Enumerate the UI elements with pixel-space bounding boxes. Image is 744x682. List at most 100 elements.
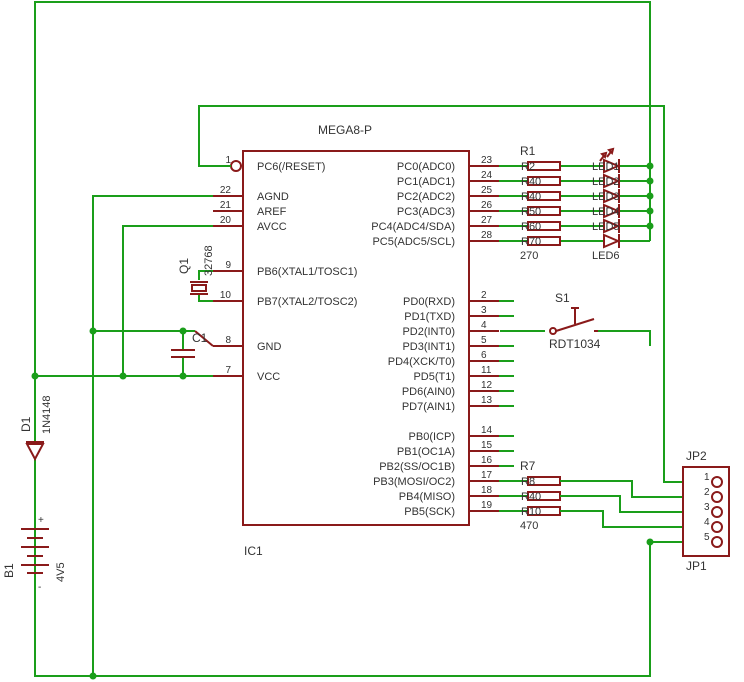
resistor-body (527, 236, 561, 246)
q1-crystal[interactable]: Q1 32768 (177, 245, 215, 295)
b1-battery[interactable]: + - B1 4V5 (2, 515, 67, 593)
pin-number: 11 (481, 365, 492, 376)
pin-label: PB1(OC1A) (397, 446, 455, 458)
wire-outer-frame (34, 1, 651, 677)
led[interactable]: LED2 (592, 173, 621, 189)
r6-value: 270 (520, 250, 538, 262)
pin-label: PD7(AIN1) (402, 401, 455, 413)
resistor-body (527, 161, 561, 171)
junction (89, 327, 97, 335)
resistor-body (527, 221, 561, 231)
ic1[interactable]: 1PC6(/RESET)22AGND21AREF20AVCC9PB6(XTAL1… (213, 123, 499, 558)
jp-pin[interactable]: 5 (704, 532, 723, 548)
jp-pin[interactable]: 4 (704, 517, 723, 533)
pin-label: GND (257, 341, 282, 353)
resistor-label: R40 (521, 491, 541, 503)
pin-label: PB4(MISO) (399, 491, 455, 503)
pin-number: 21 (220, 200, 232, 211)
junction (179, 372, 187, 380)
ic1-body (242, 150, 470, 526)
pin-number: 26 (481, 200, 493, 211)
resistor-label: R60 (521, 221, 541, 233)
pin-number: 12 (481, 380, 493, 391)
led[interactable]: LED4 (592, 203, 621, 219)
s1-switch[interactable]: S1 RDT1034 (549, 291, 601, 351)
led[interactable]: LED1 (592, 158, 621, 174)
d1-triangle (25, 443, 45, 462)
jp-pin[interactable]: 2 (704, 487, 723, 503)
pin-number: 22 (220, 185, 232, 196)
pin-number: 9 (225, 260, 231, 271)
led-triangle (603, 233, 621, 249)
pin-number: 24 (481, 170, 493, 181)
c1-capacitor[interactable]: C1 (171, 330, 214, 358)
s1-name: S1 (555, 291, 570, 305)
resistor-label: R40 (521, 176, 541, 188)
pin-label: AGND (257, 191, 289, 203)
jp-pin-number: 4 (704, 517, 710, 528)
r9-value: 470 (520, 520, 538, 532)
pin-label: PB3(MOSI/OC2) (373, 476, 455, 488)
led[interactable]: LED5 (592, 218, 621, 234)
pin-number: 2 (481, 290, 487, 301)
jp-pin-number: 3 (704, 502, 710, 513)
junction (646, 192, 654, 200)
pin-label: PB7(XTAL2/TOSC2) (257, 296, 357, 308)
jp2-name: JP2 (686, 449, 707, 463)
d1-diode[interactable]: D1 1N4148 (19, 395, 53, 462)
led[interactable] (603, 233, 621, 249)
jp-pin[interactable]: 3 (704, 502, 723, 518)
jp-pin-number: 1 (704, 472, 710, 483)
d1-name: D1 (19, 416, 33, 432)
pin-number: 17 (481, 470, 493, 481)
jp-pin[interactable]: 1 (704, 472, 723, 488)
pin-label: PD1(TXD) (404, 311, 455, 323)
pin-number: 13 (481, 395, 493, 406)
pin-label: PB2(SS/OC1B) (379, 461, 455, 473)
pin-label: AREF (257, 206, 287, 218)
led-arrow-head (600, 151, 608, 159)
led[interactable]: LED3 (592, 188, 621, 204)
led-label: LED2 (592, 176, 620, 188)
pin-label: PD3(INT1) (402, 341, 455, 353)
b1-plus: + (38, 515, 44, 526)
pin-label: PD6(AIN0) (402, 386, 455, 398)
led-label: LED1 (592, 161, 620, 173)
pin-label: PB5(SCK) (404, 506, 455, 518)
pin-label: VCC (257, 371, 280, 383)
pin-label: PD5(T1) (413, 371, 455, 383)
resistor-label: R70 (521, 236, 541, 248)
jp1-name: JP1 (686, 559, 707, 573)
